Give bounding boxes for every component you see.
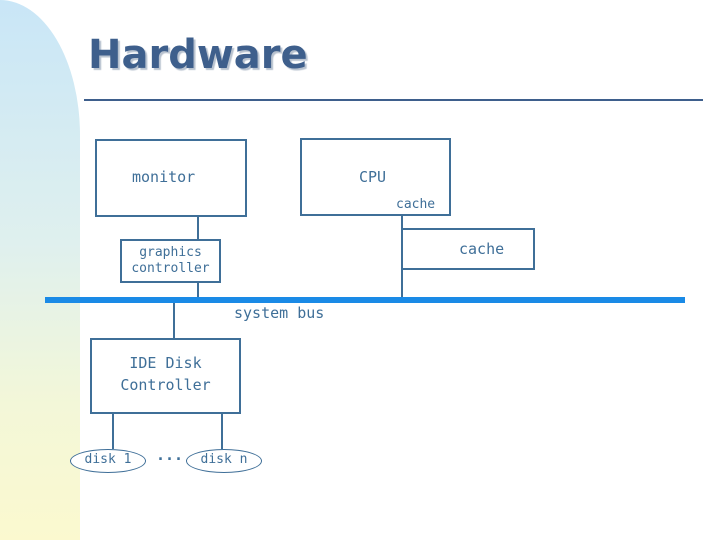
ide-controller-label-line2: Controller — [120, 376, 211, 394]
title-underline — [84, 99, 703, 101]
graphics-controller-label-line2: controller — [131, 261, 210, 276]
disk-n-label: disk n — [200, 452, 248, 467]
connector-ide-disk1 — [112, 414, 114, 449]
ide-controller-label-line1: IDE Disk — [129, 354, 202, 372]
disk-1 — [70, 449, 146, 473]
connector-monitor-graphics — [197, 217, 199, 239]
cache-label: cache — [459, 240, 505, 258]
monitor-label: monitor — [132, 168, 196, 186]
system-bus-label: system bus — [234, 304, 325, 322]
graphics-controller-box — [120, 239, 221, 283]
cpu-label: CPU — [359, 168, 387, 186]
decorative-gradient — [0, 0, 80, 540]
connector-cpu-cache — [401, 216, 403, 297]
connector-graphics-bus — [197, 283, 199, 297]
connector-bus-ide — [173, 303, 175, 338]
disk-ellipsis: ... — [156, 446, 184, 464]
disk-1-label: disk 1 — [84, 452, 132, 467]
cpu-box — [300, 138, 451, 216]
slide-title: Hardware — [88, 32, 308, 78]
ide-controller-box — [90, 338, 241, 414]
cpu-cache-label: cache — [396, 197, 436, 212]
monitor-box — [95, 139, 247, 217]
graphics-controller-label-line1: graphics — [139, 245, 202, 260]
system-bus — [45, 297, 685, 303]
disk-n — [186, 449, 262, 473]
connector-ide-diskn — [221, 414, 223, 449]
